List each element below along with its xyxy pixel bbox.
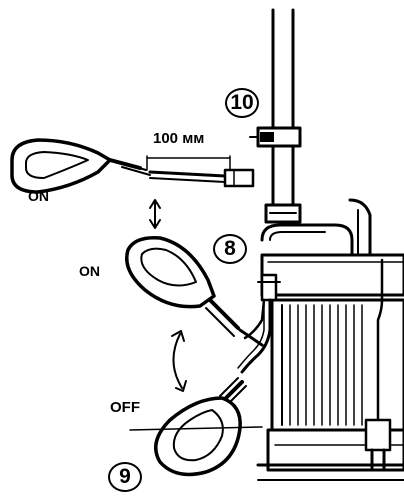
state-label-off: OFF [110, 399, 140, 416]
power-cable [364, 258, 392, 472]
state-label-on-middle: ON [79, 263, 100, 279]
callout-float-switch: 9 [108, 462, 142, 492]
float-top-on [10, 138, 255, 194]
dimension-label: 100 мм [153, 130, 205, 147]
float-cable [237, 298, 272, 374]
water-level-line [129, 426, 263, 431]
movement-arrow-curved [171, 330, 187, 392]
pipe-clamp [249, 126, 302, 148]
movement-arrow-vertical [149, 199, 161, 229]
callout-pipe-clamp: 10 [225, 88, 259, 118]
cable-clamp [257, 273, 281, 302]
state-label-on-top: ON [28, 188, 49, 204]
discharge-pipe [264, 8, 302, 224]
float-bottom-off [154, 377, 247, 477]
float-middle-on [125, 236, 264, 347]
callout-cable-clamp: 8 [213, 234, 247, 264]
dimension-100mm [146, 155, 231, 171]
